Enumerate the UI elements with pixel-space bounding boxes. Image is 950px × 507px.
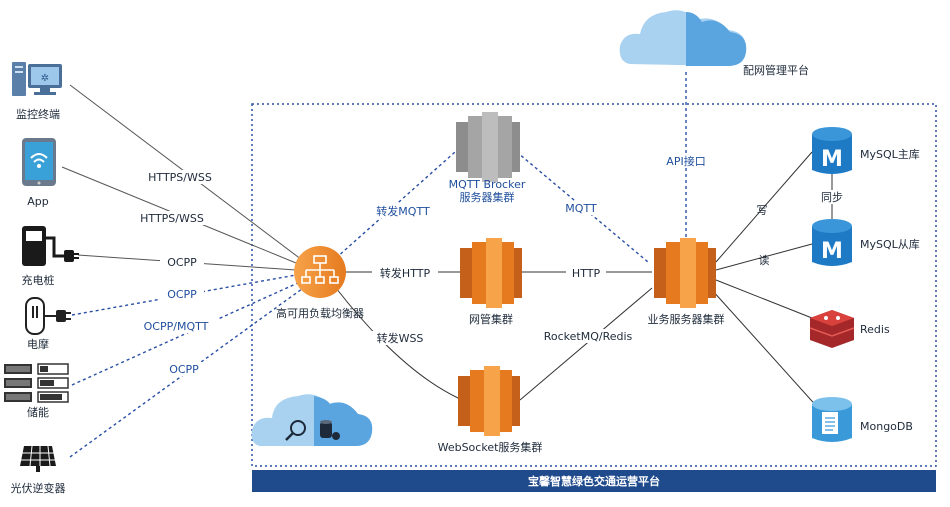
- cloud-top-label: 配网管理平台: [743, 63, 809, 77]
- device-label-emoto: 电摩: [27, 337, 49, 351]
- core-link-labels: 转发MQTT 转发HTTP 转发WSS MQTT HTTP RocketMQ/R…: [370, 154, 847, 345]
- label-api: API接口: [666, 155, 705, 168]
- node-label-websocket: WebSocket服务集群: [438, 440, 543, 454]
- node-label-gateway: 网管集群: [469, 312, 513, 326]
- mysql-master-icon: M: [812, 127, 852, 174]
- mongodb-icon: [812, 397, 852, 442]
- link-lb-websocket: [335, 287, 459, 399]
- cloud-icon: [619, 10, 747, 66]
- node-label-mysql-slave: MySQL从库: [860, 238, 920, 251]
- mqtt-server-icon: [456, 112, 520, 182]
- node-label-mqtt-2: 服务器集群: [460, 190, 515, 204]
- label-charger-link: OCPP: [167, 256, 197, 269]
- label-monitor-link: HTTPS/WSS: [148, 171, 212, 184]
- device-label-app: App: [27, 195, 49, 208]
- label-http: HTTP: [572, 267, 601, 280]
- search-database-cloud-icon: [251, 394, 373, 446]
- gateway-server-icon: [460, 238, 522, 308]
- label-mqtt: MQTT: [565, 202, 597, 215]
- label-read: 读: [759, 253, 770, 267]
- battery-icon: [4, 363, 69, 403]
- svg-text:✲: ✲: [41, 73, 49, 84]
- node-label-business: 业务服务器集群: [648, 312, 725, 326]
- mysql-slave-icon: M: [812, 219, 852, 266]
- node-label-mongodb: MongoDB: [860, 420, 913, 433]
- label-write: 写: [757, 204, 768, 217]
- platform-banner: [252, 470, 936, 492]
- label-forward-wss: 转发WSS: [377, 331, 424, 345]
- label-pv-link: OCPP: [169, 363, 199, 376]
- device-link-labels: HTTPS/WSS HTTPS/WSS OCPP OCPP OCPP/MQTT …: [132, 170, 220, 376]
- label-forward-mqtt: 转发MQTT: [376, 204, 430, 218]
- tablet-icon: [22, 138, 56, 186]
- platform-title: 宝馨智慧绿色交通运营平台: [528, 474, 660, 488]
- device-label-storage: 储能: [27, 405, 49, 419]
- link-business-mysql-master: [715, 151, 813, 263]
- node-label-mqtt-1: MQTT Brocker: [449, 178, 526, 191]
- charger-icon: [22, 226, 79, 266]
- link-business-mongodb: [711, 289, 821, 411]
- device-label-pv: 光伏逆变器: [11, 481, 66, 495]
- node-label-mysql-master: MySQL主库: [860, 148, 920, 161]
- redis-icon: [809, 310, 855, 348]
- core-links: [335, 72, 833, 411]
- svg-text:M: M: [821, 239, 843, 264]
- business-server-icon: [654, 238, 716, 308]
- label-forward-http: 转发HTTP: [380, 266, 431, 280]
- load-balancer-icon: [294, 246, 346, 298]
- link-business-mysql-slave: [715, 243, 813, 271]
- websocket-server-icon: [458, 366, 520, 436]
- device-label-monitor: 监控终端: [16, 107, 60, 121]
- solar-panel-icon: [20, 445, 56, 472]
- link-websocket-business: [519, 287, 653, 401]
- label-sync: 同步: [821, 191, 843, 204]
- device-label-charger: 充电桩: [22, 273, 55, 287]
- node-label-load-balancer: 高可用负载均衡器: [276, 306, 364, 320]
- platform-boundary: [251, 103, 937, 467]
- link-emoto: [71, 274, 297, 316]
- device-links: [61, 84, 319, 458]
- plug-icon: [25, 297, 71, 335]
- monitor-terminal-icon: ✲: [12, 62, 62, 96]
- label-app-link: HTTPS/WSS: [140, 212, 204, 225]
- label-emoto-link: OCPP: [167, 288, 197, 301]
- link-business-redis: [715, 279, 813, 319]
- svg-text:M: M: [821, 147, 843, 172]
- label-rocketmq: RocketMQ/Redis: [544, 330, 633, 343]
- node-label-redis: Redis: [860, 323, 890, 336]
- label-storage-link: OCPP/MQTT: [144, 320, 209, 333]
